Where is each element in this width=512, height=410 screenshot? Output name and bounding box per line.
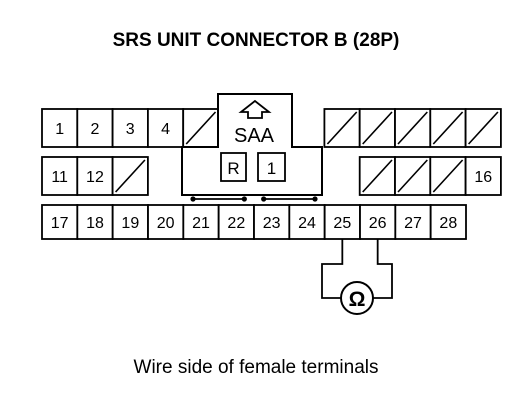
- terminal-label: 25: [333, 215, 351, 232]
- terminal-label: 18: [86, 215, 104, 232]
- terminal-11: 11: [41, 156, 79, 196]
- terminal-23: 23: [253, 204, 291, 240]
- shorting-bar-21-22: [190, 196, 247, 202]
- shorting-bars: [190, 196, 318, 202]
- terminal-label: 20: [157, 215, 175, 232]
- connector-lock-tab: SAA R 1: [181, 93, 323, 196]
- middle-row-empty-cavity: [111, 156, 149, 196]
- terminal-label: 27: [404, 215, 422, 232]
- terminal-17: 17: [41, 204, 79, 240]
- terminal-label: 2: [90, 121, 99, 138]
- terminal-16: 16: [464, 156, 502, 196]
- key-box-r: R: [220, 152, 247, 182]
- terminal-21: 21: [182, 204, 220, 240]
- terminal-28: 28: [429, 204, 467, 240]
- key-label-r: R: [227, 159, 239, 178]
- middle-row: 11 12 16: [41, 156, 502, 196]
- ohmmeter-lead-left: [321, 239, 344, 299]
- top-row-empty-cavity: [429, 108, 467, 148]
- top-row-empty-cavity: [394, 108, 432, 148]
- top-row-empty-cavity: [323, 108, 361, 148]
- terminal-label: 19: [121, 215, 139, 232]
- diagram-caption: Wire side of female terminals: [133, 357, 379, 378]
- top-row-empty-cavity: [358, 108, 396, 148]
- terminal-27: 27: [394, 204, 432, 240]
- ohmmeter-circle: [340, 281, 374, 315]
- middle-row-empty-cavity: [429, 156, 467, 196]
- key-box-1: 1: [257, 152, 286, 182]
- terminal-24: 24: [288, 204, 326, 240]
- ohm-symbol: Ω: [349, 288, 366, 311]
- terminal-25: 25: [323, 204, 361, 240]
- terminal-4: 4: [146, 108, 185, 148]
- terminal-label: 22: [227, 215, 245, 232]
- ohmmeter-lead-right: [373, 239, 393, 299]
- lock-label: SAA: [234, 125, 275, 147]
- terminal-label: 17: [51, 215, 69, 232]
- terminal-1: 1: [41, 108, 79, 148]
- top-row: 1 2 3 4: [41, 108, 502, 148]
- middle-row-empty-cavity: [358, 156, 396, 196]
- terminal-label: 26: [369, 215, 387, 232]
- terminal-label: 3: [126, 121, 135, 138]
- terminal-18: 18: [76, 204, 114, 240]
- terminal-22: 22: [217, 204, 255, 240]
- terminal-label: 28: [439, 215, 457, 232]
- terminal-label: 24: [298, 215, 316, 232]
- terminal-20: 20: [147, 204, 185, 240]
- terminal-label: 12: [86, 169, 104, 186]
- terminal-12: 12: [76, 156, 114, 196]
- diagram-title: SRS UNIT CONNECTOR B (28P): [112, 30, 400, 51]
- top-row-empty-cavity: [182, 108, 220, 148]
- terminal-19: 19: [111, 204, 149, 240]
- terminal-label: 23: [263, 215, 281, 232]
- top-row-empty-cavity: [464, 108, 502, 148]
- terminal-label: 4: [161, 121, 170, 138]
- terminal-2: 2: [76, 108, 114, 148]
- ohmmeter: Ω: [321, 239, 393, 315]
- terminal-label: 21: [192, 215, 210, 232]
- arrow-up-icon: [238, 99, 272, 119]
- shorting-bar-23-24: [261, 196, 318, 202]
- terminal-label: 16: [474, 169, 492, 186]
- key-label-1: 1: [267, 159, 276, 178]
- middle-row-empty-cavity: [394, 156, 432, 196]
- terminal-label: 11: [51, 169, 68, 186]
- bottom-row: 17 18 19 20 21 22 23 24 25 26 27 28: [41, 204, 467, 240]
- terminal-3: 3: [111, 108, 149, 148]
- lock-tab-outline: [181, 93, 323, 196]
- terminal-label: 1: [55, 121, 64, 138]
- terminal-26: 26: [359, 204, 397, 240]
